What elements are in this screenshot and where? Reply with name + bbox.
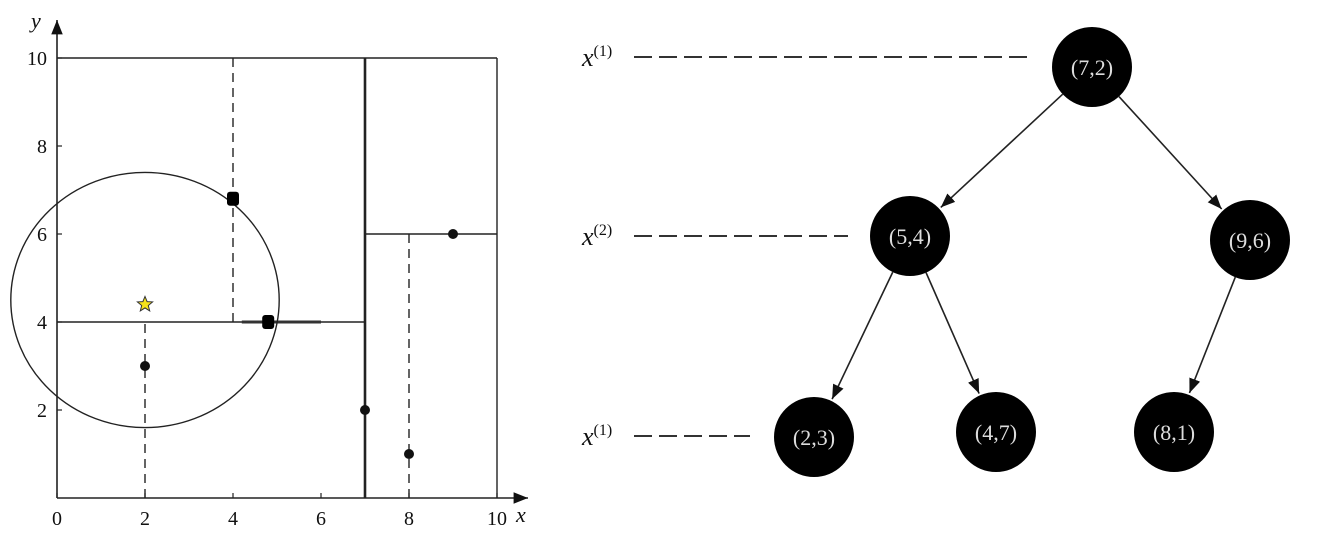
tree-node-label: (8,1) [1153, 420, 1195, 445]
tree-edge [1188, 276, 1237, 394]
x-tick-label: 4 [228, 508, 238, 530]
kd-tree: x(1) x(2) x(1) (7,2) (5,4) (9,6) (2,3) (4,7) (8,… [581, 27, 1290, 477]
level-superscript: (2) [594, 222, 613, 239]
y-tick-label: 10 [27, 48, 47, 70]
tree-node [870, 196, 950, 276]
partition-plot: 0 2 4 6 8 10 2 4 6 8 10 y x [10, 8, 528, 530]
y-tick-label: 6 [37, 224, 47, 246]
tree-node-label: (2,3) [793, 425, 835, 450]
tree-edge [831, 271, 894, 400]
level-label: x(1) [581, 422, 612, 451]
x-tick-label: 2 [140, 508, 150, 530]
data-point [404, 449, 414, 459]
level-superscript: (1) [594, 422, 613, 439]
x-tick-label: 10 [487, 508, 507, 530]
tree-node [1134, 392, 1214, 472]
x-tick-label: 6 [316, 508, 326, 530]
tree-node [1210, 200, 1290, 280]
y-tick-label: 4 [37, 312, 47, 334]
tree-edge [1118, 95, 1223, 210]
tree-edge [925, 272, 980, 394]
y-axis-label: y [29, 8, 41, 33]
data-point [140, 361, 150, 371]
tree-node [774, 397, 854, 477]
tree-node [1052, 27, 1132, 107]
y-tick-label: 2 [37, 400, 47, 422]
tree-edge [940, 93, 1064, 209]
y-tick-label: 8 [37, 136, 47, 158]
x-tick-label: 8 [404, 508, 414, 530]
level-label: x(2) [581, 222, 612, 251]
x-tick-label: 0 [52, 508, 62, 530]
query-star-icon [136, 295, 154, 313]
tree-node-label: (4,7) [975, 420, 1017, 445]
tree-node-label: (9,6) [1229, 228, 1271, 253]
search-circle [10, 171, 280, 429]
level-superscript: (1) [594, 43, 613, 60]
data-point-highlighted [262, 315, 275, 329]
level-label: x(1) [581, 43, 612, 72]
tree-node-label: (5,4) [889, 224, 931, 249]
tree-node-label: (7,2) [1071, 55, 1113, 80]
tree-node [956, 392, 1036, 472]
data-point-highlighted [227, 191, 239, 206]
data-point [448, 229, 458, 239]
x-axis-label: x [515, 502, 526, 527]
data-point [360, 405, 370, 415]
